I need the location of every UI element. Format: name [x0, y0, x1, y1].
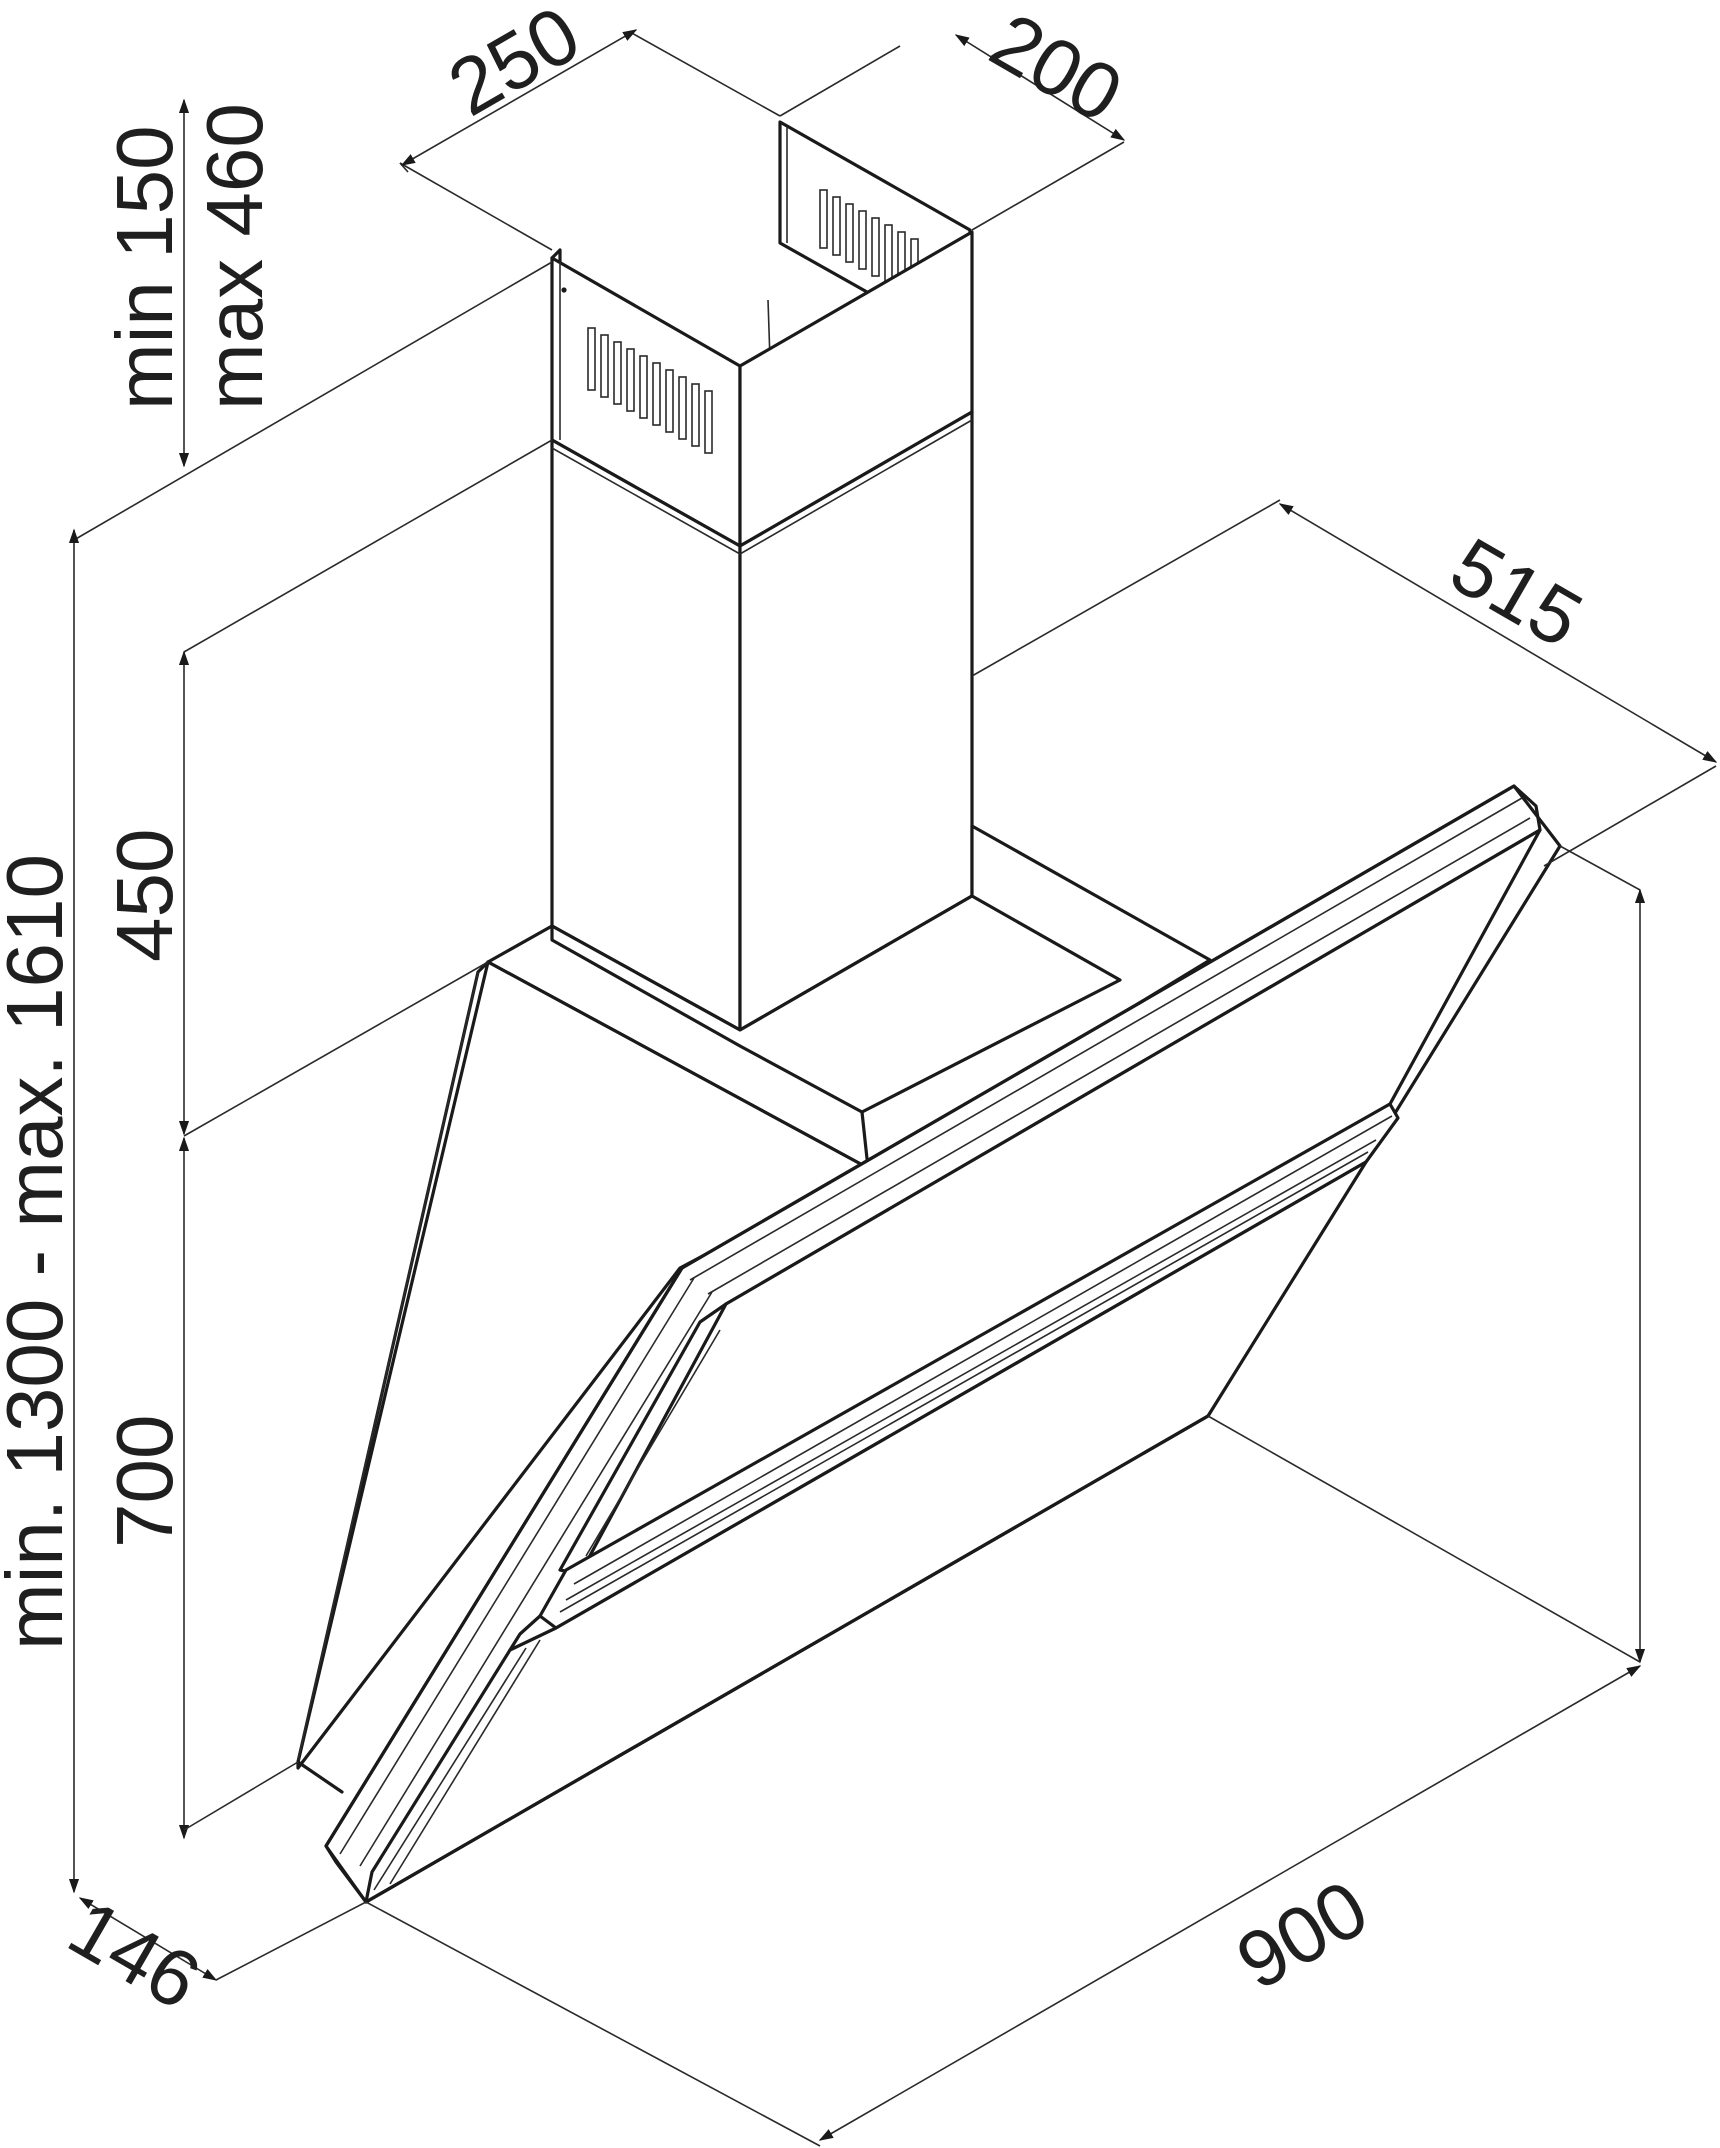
label-extension-max: max 460 [190, 103, 279, 410]
hood-body [296, 784, 1562, 1904]
dimension-lines [68, 29, 1718, 2147]
chimney [550, 120, 1035, 1032]
label-body-height: 700 [100, 1415, 189, 1548]
label-hood-depth: 515 [1437, 521, 1597, 665]
label-hood-width: 900 [1222, 1863, 1382, 2007]
vent-slots-front [587, 327, 713, 454]
label-chimney-width: 250 [434, 0, 594, 133]
label-bottom-depth: 146 [55, 1883, 215, 2027]
label-extension-min: min 150 [100, 125, 189, 410]
label-upper-height: 450 [100, 829, 189, 962]
label-total-height: min. 1300 - max. 1610 [0, 854, 79, 1650]
label-chimney-depth: 200 [977, 0, 1137, 139]
